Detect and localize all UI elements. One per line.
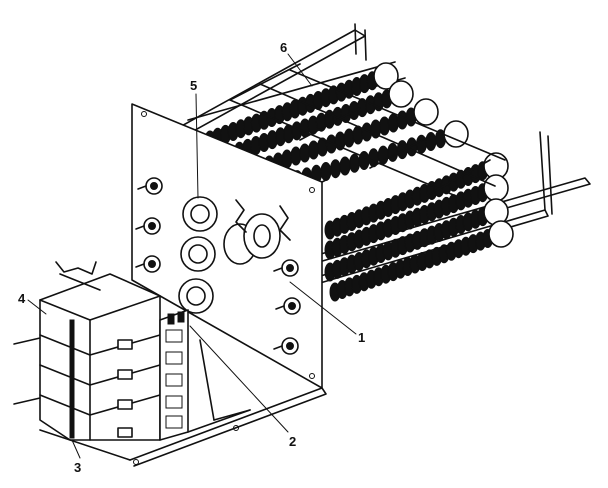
coil-end-cap: [483, 174, 509, 202]
callout-1: 1: [358, 330, 365, 345]
terminal-stud-post: [135, 225, 145, 230]
coil-end-cap: [413, 98, 439, 126]
coil-turn: [387, 113, 399, 133]
terminal-stud-post: [135, 263, 145, 268]
terminal-stud-post: [275, 305, 285, 310]
coil-turn: [299, 143, 311, 163]
terminal-block: [159, 309, 189, 441]
callout-3: 3: [74, 460, 81, 475]
callout-5: 5: [190, 78, 197, 93]
terminal-studs: [135, 177, 301, 355]
coil-turn: [330, 159, 341, 179]
contactor-stack: [39, 261, 161, 441]
coil-turn: [281, 149, 293, 169]
terminal-stud-nut: [286, 264, 294, 272]
coil-turn: [358, 151, 370, 170]
terminal-stud-nut: [148, 222, 156, 230]
chassis-base: [13, 337, 327, 467]
terminal-stud-nut: [150, 182, 158, 190]
terminal-stud-post: [137, 185, 147, 190]
callout-leaders: [27, 53, 357, 459]
terminal-stud-post: [273, 345, 283, 350]
coil-turn: [308, 140, 320, 160]
terminal-stud-nut: [286, 342, 294, 350]
coil-brackets: [229, 63, 506, 203]
coil-end-cap: [388, 80, 414, 108]
coil-turn: [290, 146, 302, 166]
terminal-stud-nut: [148, 260, 156, 268]
callout-6: 6: [280, 40, 287, 55]
coil-turn: [343, 128, 355, 148]
terminal-stud-post: [273, 267, 283, 272]
fuse-holders: [178, 196, 218, 314]
coil-end-cap: [373, 62, 399, 90]
coil-turn: [379, 116, 390, 136]
coil-turn: [320, 162, 332, 181]
coil-turn: [339, 156, 351, 176]
limit-control: [223, 199, 291, 265]
callout-2: 2: [289, 434, 296, 449]
coil-turn: [396, 110, 408, 130]
terminal-stud-nut: [288, 302, 296, 310]
coil-end-cap: [488, 220, 514, 248]
callout-labels: 1 2 3 4 5 6: [18, 40, 365, 475]
callout-4: 4: [18, 291, 26, 306]
coil-turn: [425, 132, 437, 151]
coil-turn: [387, 142, 399, 162]
coil-turn: [349, 153, 360, 173]
